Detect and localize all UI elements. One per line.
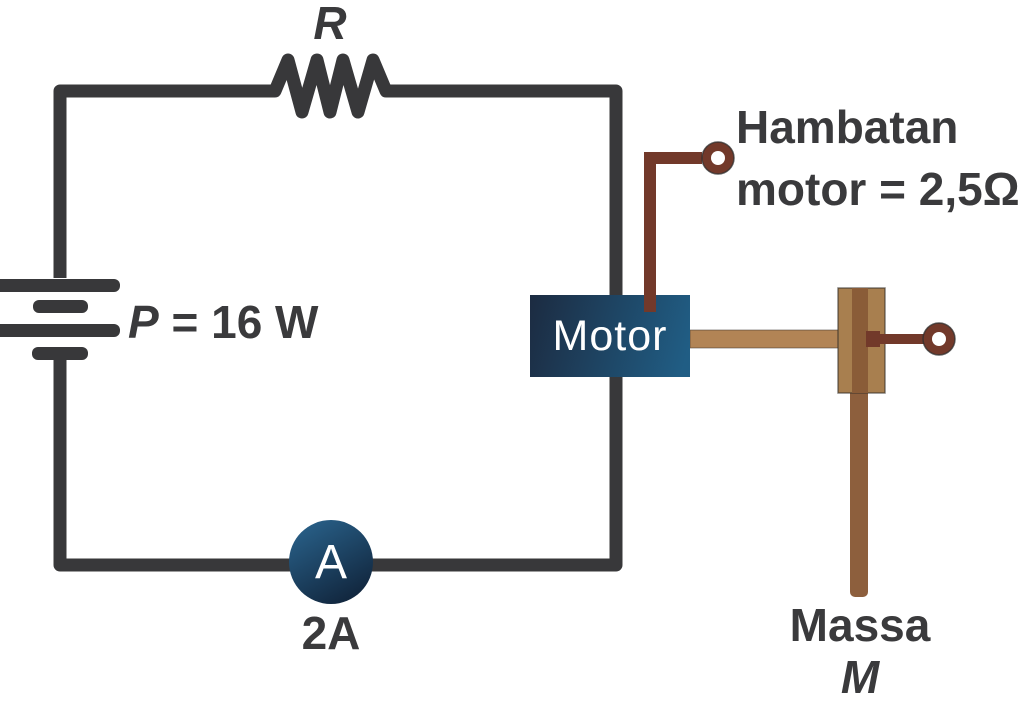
right-terminal-dot-center — [932, 332, 946, 346]
right-terminal-rod — [866, 334, 926, 344]
current-label: 2A — [301, 607, 361, 659]
power-label: P = 16 W — [128, 295, 318, 350]
motor-terminal-wire — [644, 152, 702, 312]
motor-box: Motor — [530, 295, 690, 377]
resistor-label: R — [313, 0, 347, 49]
battery-plate-long-bottom — [0, 324, 120, 337]
motor-resistance-line1: Hambatan — [736, 101, 959, 153]
motor-resistance-label: Hambatan motor = 2,5Ω — [736, 96, 1020, 220]
ammeter: A — [289, 520, 373, 604]
rope — [850, 385, 868, 597]
battery-symbol — [0, 279, 120, 360]
mass-label-line1: Massa — [789, 599, 931, 651]
motor-terminal-dot-center — [711, 151, 725, 165]
motor-mechanical-assembly — [689, 287, 956, 597]
power-value: = 16 W — [171, 296, 319, 348]
battery-plate-short-bottom — [32, 347, 88, 360]
battery-plate-short-top — [33, 300, 88, 313]
motor-resistance-line2: motor = 2,5Ω — [736, 163, 1020, 215]
power-symbol: P — [128, 296, 159, 348]
mass-symbol: M — [840, 651, 880, 703]
circuit-wire-loop — [53, 53, 623, 572]
mass-label: Massa M — [760, 599, 960, 703]
pulley-drum-stripe — [852, 288, 868, 393]
ammeter-symbol-label: A — [314, 535, 347, 589]
motor-label: Motor — [552, 311, 668, 360]
battery-plate-long-top — [0, 279, 120, 292]
